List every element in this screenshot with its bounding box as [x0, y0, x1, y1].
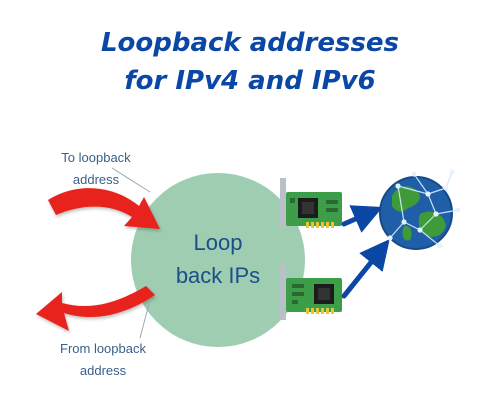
- incoming-label-leader: [111, 167, 151, 193]
- incoming-red-arrow: [48, 188, 160, 229]
- blue-arrow-lower: [341, 239, 390, 299]
- blue-arrow-upper: [341, 205, 383, 233]
- center-label-line-1: Loop: [194, 230, 243, 255]
- title-line-2: for IPv4 and IPv6: [124, 66, 376, 96]
- loopback-node: Loop back IPs: [131, 173, 305, 347]
- network-card-icon: [280, 178, 342, 228]
- outgoing-label-leader: [139, 299, 151, 339]
- center-label-line-2: back IPs: [176, 263, 260, 288]
- outgoing-red-arrow: [36, 286, 155, 331]
- loopback-circle: [131, 173, 305, 347]
- network-card-icon: [280, 264, 342, 320]
- page-title: Loopback addresses for IPv4 and IPv6: [0, 24, 500, 100]
- incoming-label-line-2: address: [73, 172, 120, 187]
- outgoing-label-line-2: address: [80, 363, 127, 378]
- incoming-label-line-1: To loopback: [61, 150, 131, 165]
- outgoing-label-line-1: From loopback: [60, 341, 146, 356]
- title-line-1: Loopback addresses: [100, 28, 400, 58]
- globe-icon: [379, 169, 461, 250]
